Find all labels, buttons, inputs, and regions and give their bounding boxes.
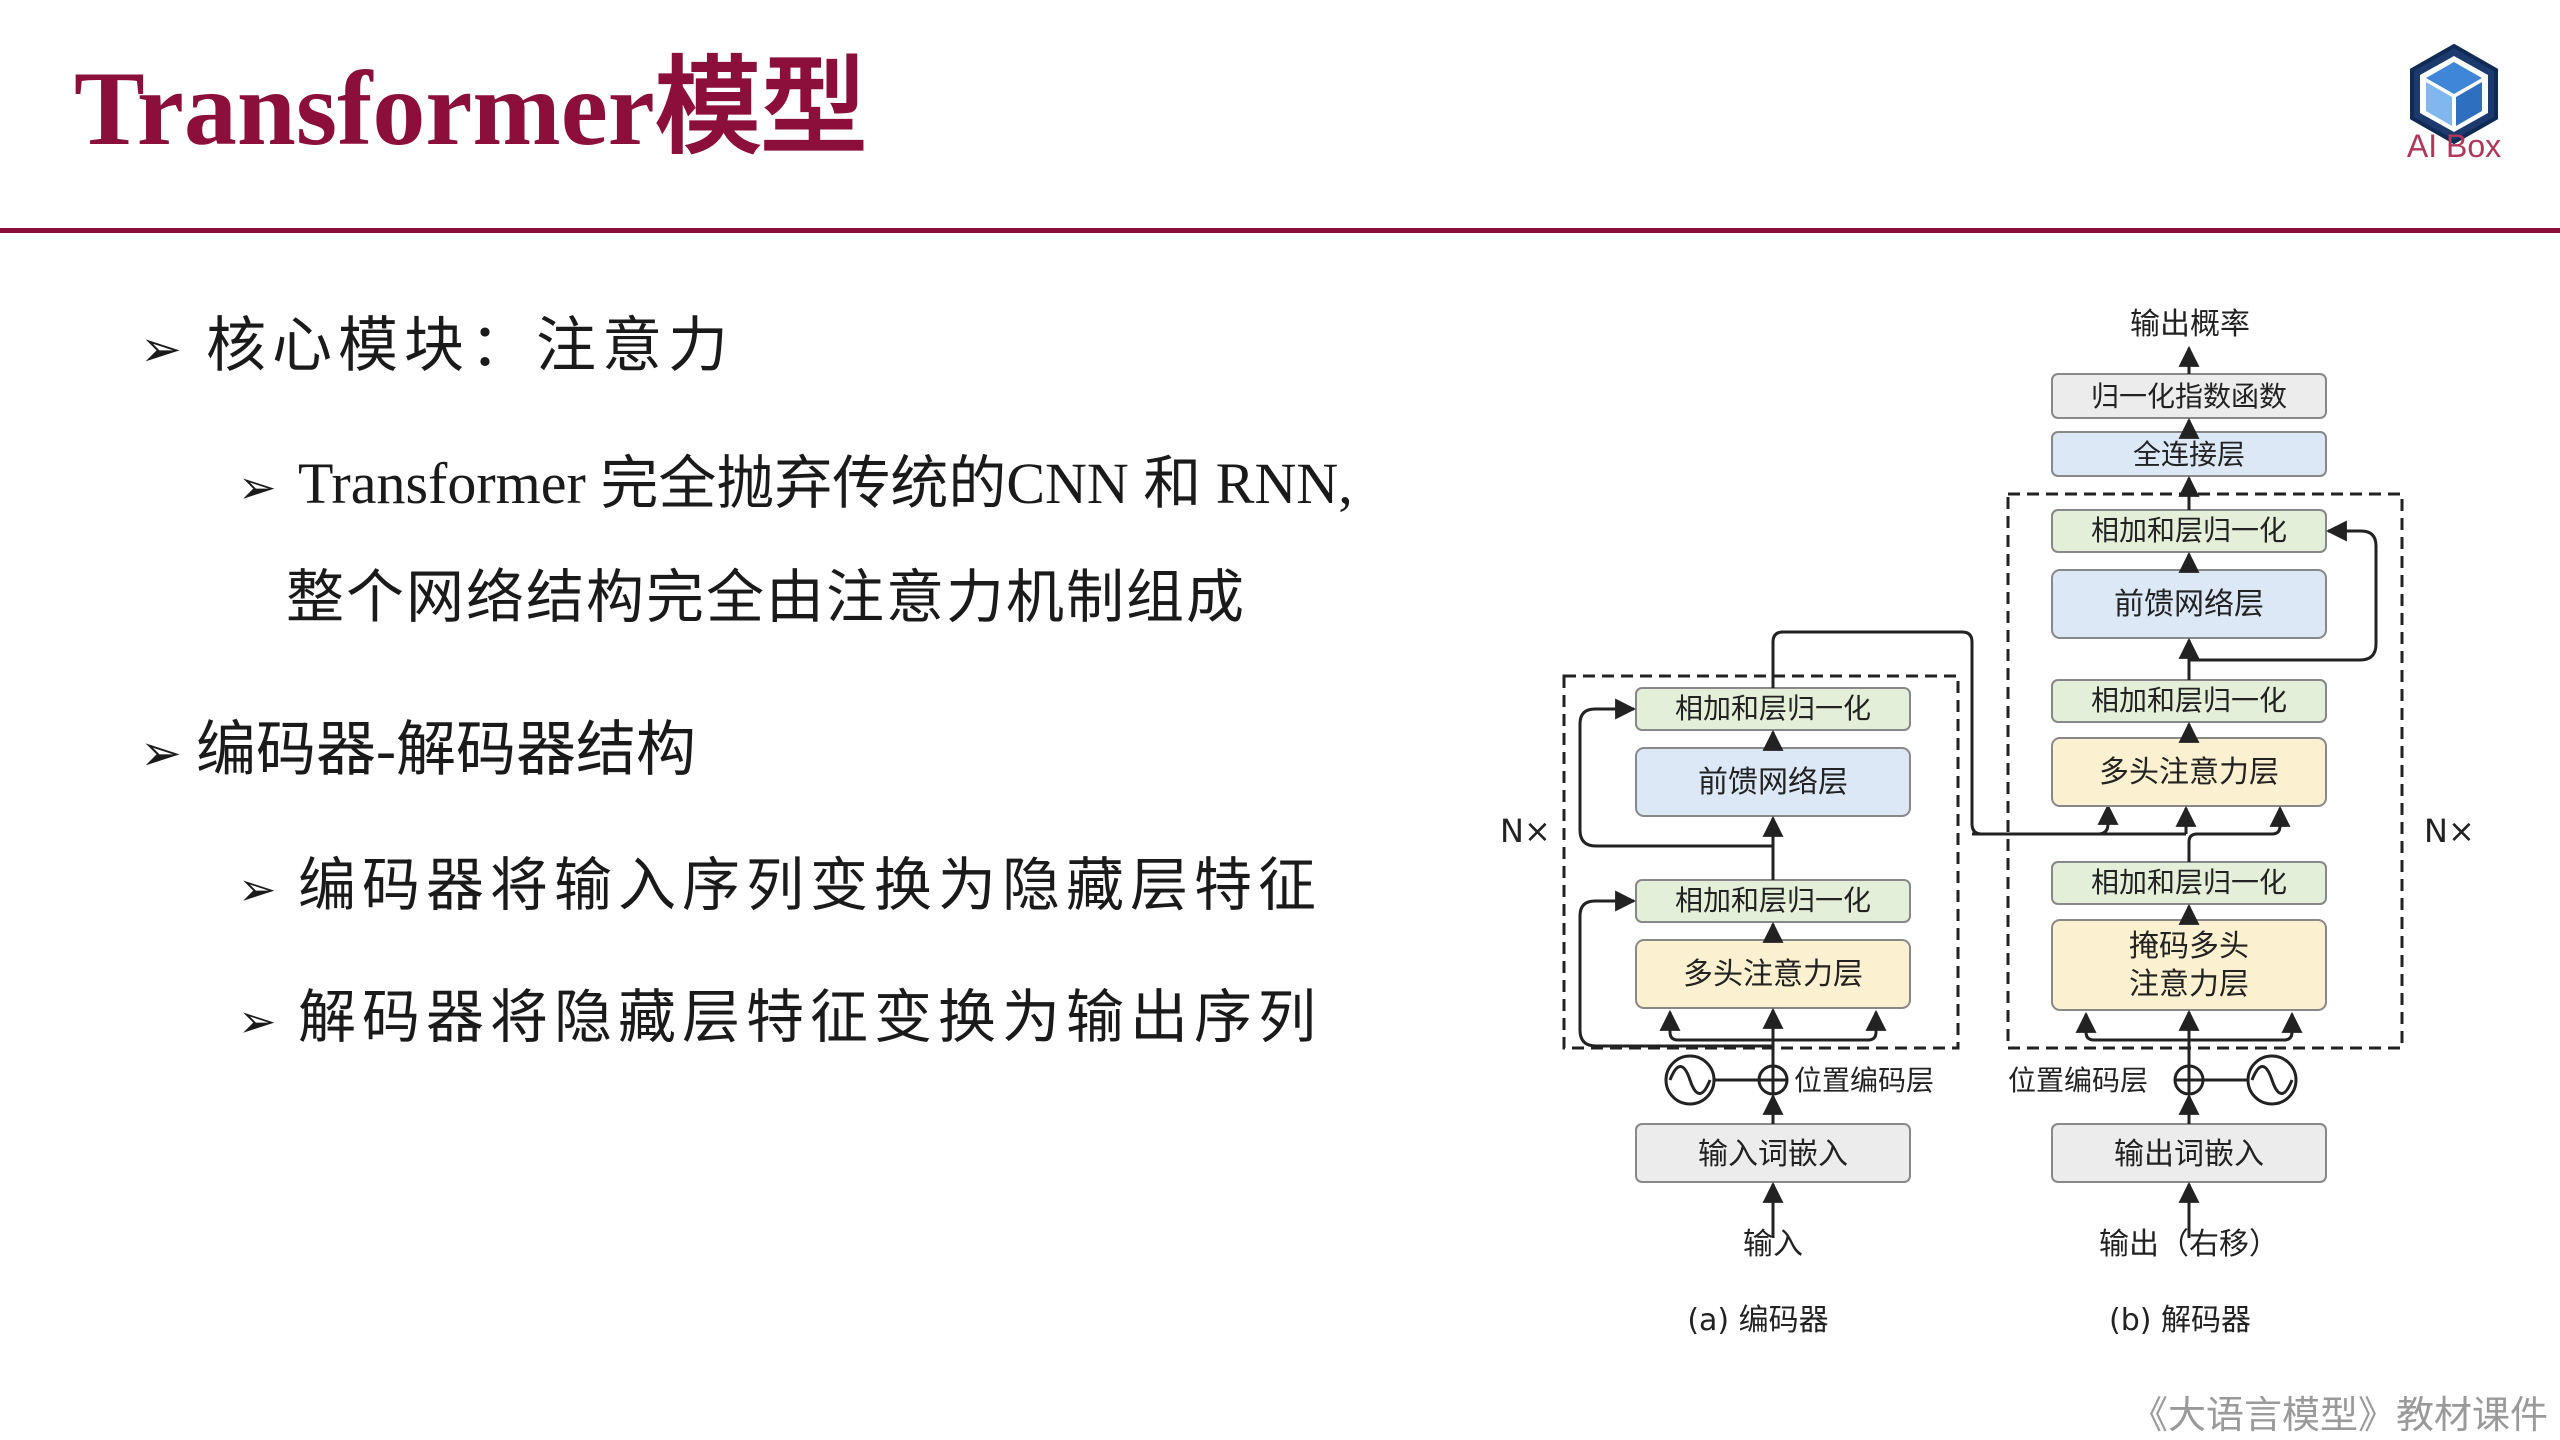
bullet-text: 编码器将输入序列变换为隐藏层特征: [298, 853, 1323, 918]
encoder-repeat-label: N×: [1500, 812, 1551, 850]
decoder-ffn-label: 前馈网络层: [2114, 587, 2264, 622]
decoder-linear-label: 全连接层: [2133, 438, 2245, 471]
encoder-ffn-label: 前馈网络层: [1698, 765, 1848, 800]
title-divider: [0, 228, 2560, 233]
decoder-add-norm-top-label: 相加和层归一化: [2091, 514, 2287, 547]
decoder-softmax-label: 归一化指数函数: [2091, 380, 2287, 413]
slide-title: Transformer模型: [74, 50, 867, 167]
decoder-masked-mha-label-line2: 注意力层: [2129, 967, 2249, 1002]
encoder-add-norm-bottom-label: 相加和层归一化: [1675, 884, 1871, 917]
decoder-output-prob-label: 输出概率: [2130, 307, 2250, 342]
bullet-text: 解码器将隐藏层特征变换为输出序列: [298, 985, 1323, 1050]
arrow-bullet-icon: ➢: [238, 460, 277, 514]
footer-credit: 《大语言模型》教材课件: [2130, 1393, 2549, 1437]
ai-box-logo-icon: [2410, 43, 2498, 145]
encoder-repeat-block: [1562, 674, 1960, 1050]
bullet-text: 编码器-解码器结构: [196, 717, 696, 783]
bullet-text: 核心模块：注意力: [206, 313, 734, 379]
sub-bullet-transformer: ➢ Transformer 完全抛弃传统的CNN 和 RNN,: [238, 444, 1353, 527]
decoder-add-norm-mid-label: 相加和层归一化: [2091, 684, 2287, 717]
decoder-cross-mha-label: 多头注意力层: [2099, 755, 2279, 790]
sub-bullet-continuation: 整个网络结构完全由注意力机制组成: [286, 565, 1247, 630]
decoder-caption: (b) 解码器: [2109, 1303, 2251, 1338]
encoder-pos-enc-label: 位置编码层: [1794, 1064, 1934, 1097]
bullet-encoder-decoder: ➢编码器-解码器结构: [140, 710, 696, 793]
bullet-text: Transformer 完全抛弃传统的CNN 和 RNN,: [298, 451, 1353, 516]
arrow-bullet-icon: ➢: [140, 724, 182, 782]
sub-bullet-decoder: ➢ 解码器将隐藏层特征变换为输出序列: [238, 978, 1322, 1061]
arrow-bullet-icon: ➢: [238, 994, 283, 1048]
bullet-core-module: ➢ 核心模块：注意力: [140, 306, 734, 389]
arrow-bullet-icon: ➢: [140, 320, 188, 378]
decoder-masked-mha-label-line1: 掩码多头: [2129, 929, 2249, 964]
decoder-pos-enc-label: 位置编码层: [2008, 1064, 2148, 1097]
transformer-architecture-diagram: N× N× 相加和层归一化 前馈网络层 相加和层归一化 多头注意力层 输入词嵌入…: [1500, 307, 2475, 1338]
sub-bullet-encoder: ➢ 编码器将输入序列变换为隐藏层特征: [238, 846, 1322, 929]
decoder-embedding-label: 输出词嵌入: [2114, 1137, 2264, 1172]
decoder-sine-wave-icon: [2246, 1054, 2298, 1106]
decoder-repeat-label: N×: [2424, 812, 2475, 850]
decoder-add-norm-bottom-label: 相加和层归一化: [2091, 866, 2287, 899]
decoder-repeat-block: [2006, 492, 2404, 1050]
encoder-mha-label: 多头注意力层: [1683, 957, 1863, 992]
encoder-embedding-label: 输入词嵌入: [1698, 1137, 1848, 1172]
arrow-bullet-icon: ➢: [238, 862, 283, 916]
encoder-add-norm-top-label: 相加和层归一化: [1675, 692, 1871, 725]
encoder-caption: (a) 编码器: [1687, 1303, 1828, 1338]
logo-text: AI Box: [2406, 128, 2502, 164]
